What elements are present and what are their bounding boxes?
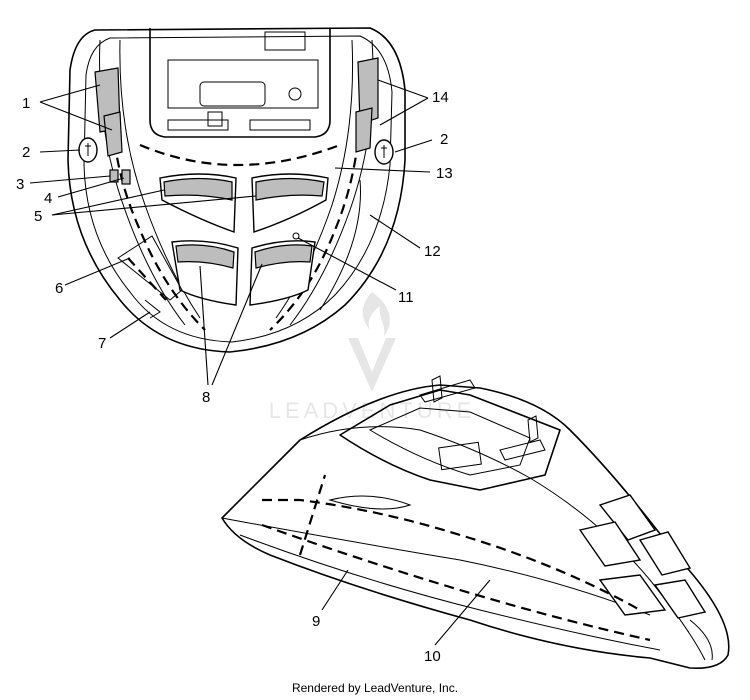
gauge-recess [199, 81, 266, 107]
leader-7 [109, 311, 151, 339]
callout-11: 11 [398, 289, 414, 306]
leader-10 [434, 579, 491, 646]
iso-hood-lower-edge [239, 534, 661, 651]
leader-8b [211, 263, 263, 386]
callout-13: 13 [436, 165, 453, 182]
front-bar-right [249, 119, 311, 131]
callout-5: 5 [34, 208, 42, 225]
callout-3: 3 [16, 176, 24, 193]
emblem-dot [292, 232, 300, 240]
front-bar-left [167, 119, 229, 131]
leader-3 [29, 175, 111, 184]
vent-decal-upper-left [163, 177, 233, 201]
side-decal-right [357, 57, 379, 125]
decal-7-mark [144, 299, 161, 319]
front-latch [207, 111, 223, 127]
callout-2-left: 2 [22, 144, 30, 161]
vent-decal-upper-right [255, 177, 325, 201]
watermark-flame-icon [362, 292, 390, 336]
leader-lines [29, 79, 491, 646]
gauge-knob [288, 87, 302, 101]
leader-5b [51, 195, 257, 216]
callout-10: 10 [424, 648, 441, 665]
iso-post-right [527, 415, 539, 443]
iso-side-stripe-lower [261, 523, 651, 642]
small-decal-right-mark [381, 145, 387, 158]
callout-1: 1 [22, 95, 30, 112]
iso-gauge-box [438, 441, 482, 471]
decal-12-strip [319, 179, 361, 311]
leader-1b [39, 101, 113, 131]
callout-8: 8 [202, 389, 210, 406]
iso-vent-2 [578, 521, 642, 567]
callout-6: 6 [55, 280, 63, 297]
leader-13 [334, 167, 431, 173]
leader-4 [57, 177, 125, 198]
small-decal-left-mark [85, 143, 91, 156]
hood-front-view [67, 27, 406, 353]
leader-8a [199, 265, 209, 386]
callout-9: 9 [312, 613, 320, 630]
iso-post [431, 375, 443, 403]
leadventure-watermark: LEADVENTURE [269, 292, 476, 423]
side-decal-left-lower [103, 111, 123, 157]
decal-4 [121, 169, 131, 185]
iso-vent-5 [653, 579, 707, 619]
leader-14b [379, 97, 429, 126]
callout-14: 14 [432, 89, 449, 106]
iso-side-pod [328, 495, 412, 510]
dash-cavity [149, 28, 331, 138]
leader-12 [369, 214, 421, 249]
leader-2b [394, 139, 433, 153]
watermark-text: LEADVENTURE [269, 398, 476, 423]
iso-vent-4 [598, 574, 667, 616]
iso-cockpit [339, 389, 561, 491]
side-decal-right-lower [355, 107, 373, 153]
leader-1a [39, 84, 101, 103]
watermark-v-icon [348, 338, 396, 392]
callout-2-right: 2 [440, 131, 448, 148]
leader-9 [321, 569, 349, 611]
iso-side-stripe-upper [262, 498, 641, 611]
leader-6 [64, 257, 131, 286]
callout-12: 12 [424, 243, 441, 260]
gauge-panel [167, 59, 319, 109]
vent-decal-lower-right [254, 244, 313, 269]
iso-vent-3 [638, 531, 692, 576]
hood-outer-outline [67, 27, 406, 353]
callout-7: 7 [98, 335, 106, 352]
footer-credit: Rendered by LeadVenture, Inc. [291, 681, 459, 695]
leader-14a [377, 79, 429, 99]
callout-4: 4 [44, 190, 52, 207]
iso-nose [689, 619, 713, 661]
iso-hood-side-crease [221, 517, 651, 616]
hood-iso-view [221, 375, 730, 670]
iso-hood-outline [221, 384, 730, 670]
vent-decal-lower-left [175, 244, 235, 269]
callout-labels: 1 2 2 3 4 5 6 7 8 9 10 11 12 13 14 [16, 89, 453, 665]
hood-inner-outline [83, 35, 393, 343]
decal-6-stripe [127, 257, 167, 301]
leader-11 [297, 237, 397, 291]
iso-bar-right [499, 439, 546, 461]
leader-2a [39, 149, 81, 153]
top-tab [264, 31, 306, 51]
front-arc-stripe-decal [139, 143, 341, 167]
iso-bar-left [419, 379, 476, 403]
leader-5a [51, 189, 165, 216]
iso-side-stripe-vertical [298, 474, 327, 556]
